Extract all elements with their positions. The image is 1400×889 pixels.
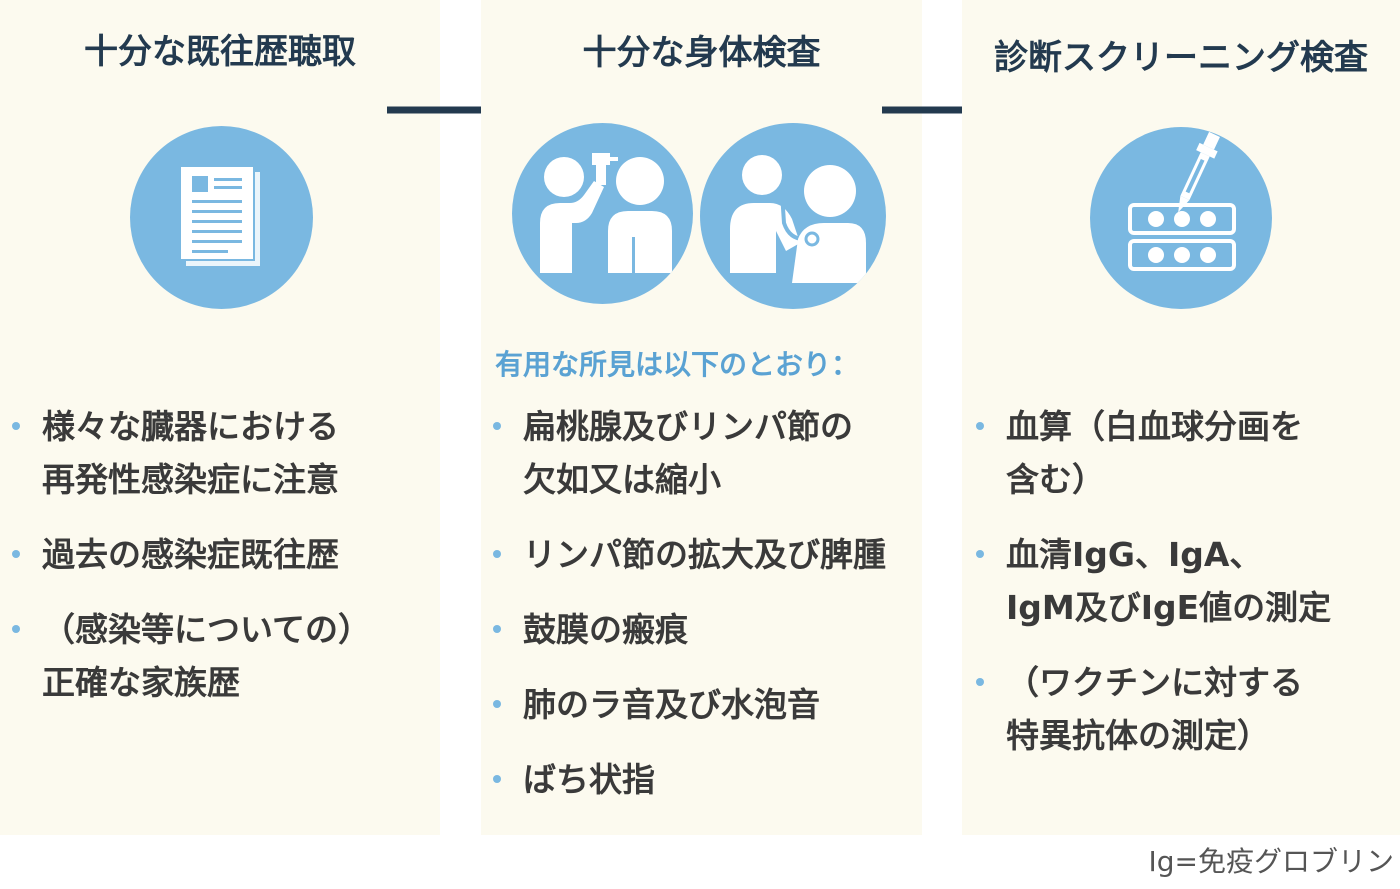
list-item: （感染等についての） 正確な家族歴 — [2, 603, 434, 709]
footnote: Ig=免疫グロブリン — [1148, 845, 1395, 878]
history-panel: 十分な既往歴聴取 様々な臓器における 再発性感染症に注意 過去の感染症既往歴 （… — [0, 0, 440, 835]
bullet-dot — [12, 625, 20, 633]
list-item: 鼓膜の瘢痕 — [483, 603, 919, 656]
list-item: 過去の感染症既往歴 — [2, 528, 434, 581]
list-item: 血清IgG、IgA、 IgM及びIgE値の測定 — [966, 528, 1396, 634]
physical-exam-panel: 十分な身体検査 有用な所見は以下のとおり： 扁桃腺及びリンパ節の — [481, 0, 922, 835]
stethoscope-examination-icon — [700, 123, 886, 309]
list-item-text: 過去の感染症既往歴 — [42, 535, 339, 574]
list-item-text: （ワクチンに対する 特異抗体の測定） — [1006, 663, 1303, 755]
list-item: 肺のラ音及び水泡音 — [483, 678, 919, 731]
pipette-test-plate-icon — [1090, 127, 1272, 309]
list-item: 血算（白血球分画を 含む） — [966, 400, 1396, 506]
list-item-text: 肺のラ音及び水泡音 — [523, 685, 820, 724]
bullet-dot — [493, 775, 501, 783]
bullet-dot — [493, 625, 501, 633]
physical-exam-list: 扁桃腺及びリンパ節の 欠如又は縮小 リンパ節の拡大及び脾腫 鼓膜の瘢痕 肺のラ音… — [483, 400, 919, 828]
document-icon — [130, 126, 313, 309]
list-item-text: ばち状指 — [523, 760, 655, 799]
list-item-text: 血清IgG、IgA、 IgM及びIgE値の測定 — [1006, 535, 1332, 627]
list-item: 様々な臓器における 再発性感染症に注意 — [2, 400, 434, 506]
bullet-dot — [493, 422, 501, 430]
bullet-dot — [976, 422, 984, 430]
physical-exam-title: 十分な身体検査 — [582, 33, 821, 73]
list-item-text: 鼓膜の瘢痕 — [523, 610, 688, 649]
list-item: ばち状指 — [483, 753, 919, 806]
list-item: （ワクチンに対する 特異抗体の測定） — [966, 656, 1396, 762]
list-item: リンパ節の拡大及び脾腫 — [483, 528, 919, 581]
history-title: 十分な既往歴聴取 — [84, 32, 356, 72]
list-item-text: 様々な臓器における 再発性感染症に注意 — [42, 407, 339, 499]
list-item-text: （感染等についての） 正確な家族歴 — [42, 610, 372, 702]
list-item-text: 扁桃腺及びリンパ節の 欠如又は縮小 — [523, 407, 853, 499]
screening-panel: 診断スクリーニング検査 血算（白血球分画を 含む） 血清IgG、IgA、 IgM… — [962, 0, 1400, 835]
screening-list: 血算（白血球分画を 含む） 血清IgG、IgA、 IgM及びIgE値の測定 （ワ… — [966, 400, 1396, 784]
list-item-text: 血算（白血球分画を 含む） — [1006, 407, 1303, 499]
bullet-dot — [976, 550, 984, 558]
bullet-dot — [493, 550, 501, 558]
findings-subhead: 有用な所見は以下のとおり： — [495, 348, 860, 381]
bullet-dot — [976, 678, 984, 686]
ear-examination-icon — [512, 123, 693, 304]
screening-title: 診断スクリーニング検査 — [994, 38, 1368, 78]
bullet-dot — [12, 422, 20, 430]
list-item-text: リンパ節の拡大及び脾腫 — [523, 535, 886, 574]
bullet-dot — [12, 550, 20, 558]
list-item: 扁桃腺及びリンパ節の 欠如又は縮小 — [483, 400, 919, 506]
bullet-dot — [493, 700, 501, 708]
history-list: 様々な臓器における 再発性感染症に注意 過去の感染症既往歴 （感染等についての）… — [2, 400, 434, 731]
